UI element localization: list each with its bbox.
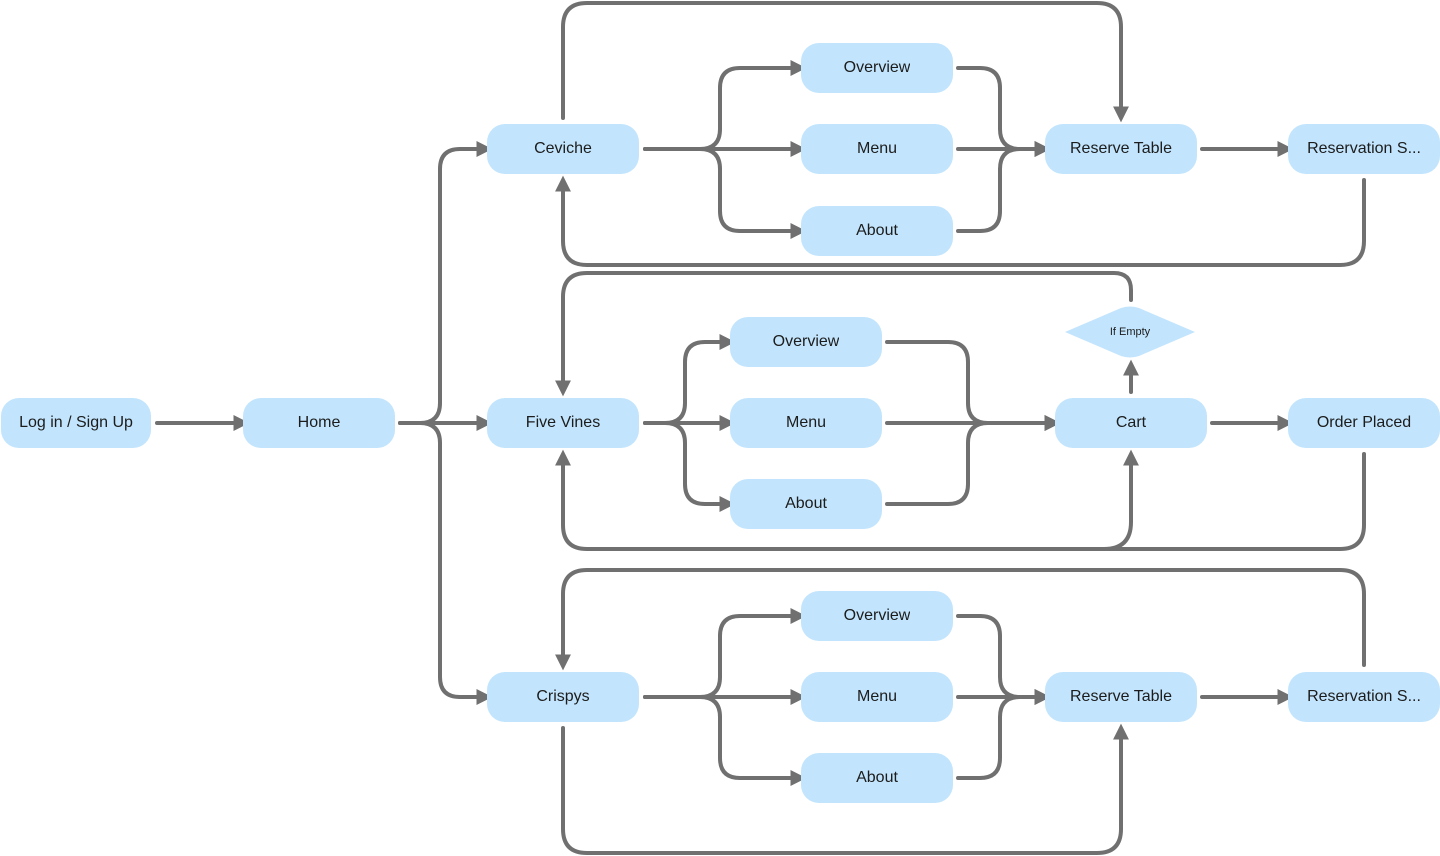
ceviche-about-label: About bbox=[856, 222, 898, 239]
edge-ceviche-overview bbox=[643, 60, 807, 151]
ceviche-overview-node[interactable]: Overview bbox=[801, 43, 953, 93]
if-empty-label: If Empty bbox=[1109, 326, 1151, 338]
five-vines-overview-node[interactable]: Overview bbox=[730, 317, 882, 367]
five-vines-about-label: About bbox=[785, 495, 827, 512]
edge-crispys-overview bbox=[643, 608, 807, 699]
five-vines-label: Five Vines bbox=[525, 414, 601, 431]
ceviche-reservation-label: Reservation S... bbox=[1307, 140, 1421, 157]
login-signup-node[interactable]: Log in / Sign Up bbox=[1, 398, 151, 448]
order-placed-node[interactable]: Order Placed bbox=[1288, 398, 1440, 448]
five-vines-about-node[interactable]: About bbox=[730, 479, 882, 529]
five-vines-node[interactable]: Five Vines bbox=[487, 398, 639, 448]
edge-ceviche-about-reserve bbox=[956, 141, 1051, 233]
crispys-reservation-label: Reservation S... bbox=[1307, 688, 1421, 705]
five-vines-overview-label: Overview bbox=[772, 333, 840, 350]
crispys-overview-node[interactable]: Overview bbox=[801, 591, 953, 641]
edge-crispys-about-reserve bbox=[956, 689, 1051, 780]
ceviche-reserve-table-node[interactable]: Reserve Table bbox=[1045, 124, 1197, 174]
crispys-menu-label: Menu bbox=[856, 688, 898, 705]
ceviche-about-node[interactable]: About bbox=[801, 206, 953, 256]
ceviche-node[interactable]: Ceviche bbox=[487, 124, 639, 174]
crispys-menu-node[interactable]: Menu bbox=[801, 672, 953, 722]
edge-home-ceviche bbox=[398, 141, 493, 425]
edge-crispys-bottom-loop bbox=[561, 723, 1129, 855]
edge-fv-about bbox=[643, 421, 736, 512]
ceviche-menu-node[interactable]: Menu bbox=[801, 124, 953, 174]
if-empty-decision[interactable]: If Empty bbox=[1063, 306, 1197, 358]
edge-ceviche-about bbox=[643, 147, 807, 239]
edge-ceviche-return-loop bbox=[555, 175, 1366, 267]
decision-diamond-icon bbox=[1065, 306, 1195, 358]
crispys-reservation-node[interactable]: Reservation S... bbox=[1288, 672, 1440, 722]
edge-fv-return-cart bbox=[1102, 449, 1139, 551]
cart-label: Cart bbox=[1115, 414, 1147, 431]
crispys-reserve-table-label: Reserve Table bbox=[1070, 688, 1172, 705]
edge-fv-return-loop bbox=[555, 449, 1366, 551]
home-node[interactable]: Home bbox=[243, 398, 395, 448]
edge-ceviche-overview-reserve bbox=[956, 66, 1051, 157]
ceviche-reservation-node[interactable]: Reservation S... bbox=[1288, 124, 1440, 174]
five-vines-menu-node[interactable]: Menu bbox=[730, 398, 882, 448]
ceviche-label: Ceviche bbox=[534, 140, 592, 157]
edge-ceviche-top-loop bbox=[561, 1, 1129, 123]
edge-crispys-overview-reserve bbox=[956, 614, 1051, 705]
order-placed-label: Order Placed bbox=[1316, 414, 1412, 431]
ceviche-overview-label: Overview bbox=[843, 59, 911, 76]
login-signup-label: Log in / Sign Up bbox=[19, 414, 133, 431]
edge-crispys-about bbox=[643, 695, 807, 786]
crispys-node[interactable]: Crispys bbox=[487, 672, 639, 722]
ceviche-reserve-table-label: Reserve Table bbox=[1070, 140, 1172, 157]
edge-home-crispys bbox=[398, 421, 493, 705]
crispys-about-node[interactable]: About bbox=[801, 753, 953, 803]
crispys-label: Crispys bbox=[536, 688, 590, 705]
home-label: Home bbox=[297, 414, 341, 431]
crispys-reserve-table-node[interactable]: Reserve Table bbox=[1045, 672, 1197, 722]
edge-crispys-top-loop bbox=[555, 568, 1366, 671]
five-vines-menu-label: Menu bbox=[785, 414, 827, 431]
crispys-about-label: About bbox=[856, 769, 898, 786]
cart-node[interactable]: Cart bbox=[1055, 398, 1207, 448]
edge-fv-overview-cart bbox=[885, 340, 1061, 431]
ceviche-menu-label: Menu bbox=[856, 140, 898, 157]
edge-fv-about-cart bbox=[885, 415, 1061, 506]
crispys-overview-label: Overview bbox=[843, 607, 911, 624]
edge-fv-overview bbox=[643, 334, 736, 425]
edge-fv-decision-loop bbox=[555, 271, 1133, 397]
